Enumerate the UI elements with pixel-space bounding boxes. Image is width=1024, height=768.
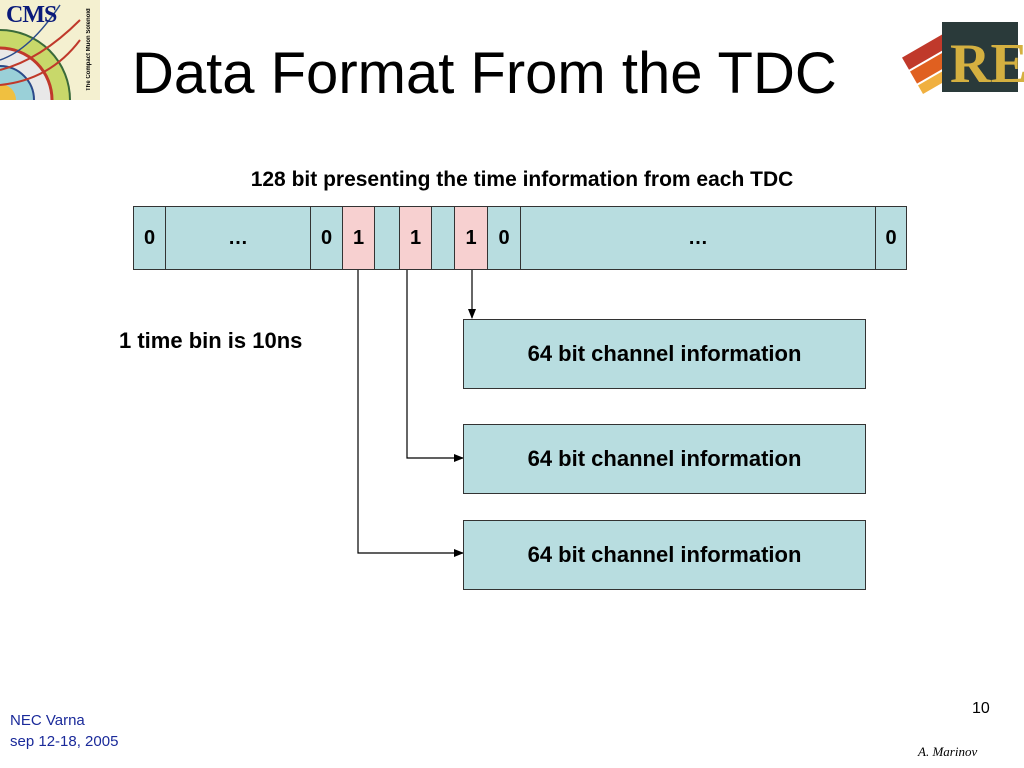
- bit-cell: 0: [875, 206, 907, 270]
- page-title: Data Format From the TDC: [132, 41, 837, 106]
- bit-cell-ellipsis: …: [520, 206, 876, 270]
- bit-cell-set: 1: [342, 206, 375, 270]
- arrow-bit-to-box-2: [406, 270, 464, 462]
- cms-detector-graphic: [0, 4, 81, 100]
- diagram-caption: 128 bit presenting the time information …: [250, 168, 794, 191]
- channel-info-box: 64 bit channel information: [463, 319, 866, 389]
- bit-cell-set: 1: [399, 206, 432, 270]
- bit-cell: [431, 206, 455, 270]
- footer-dates: sep 12-18, 2005: [10, 733, 119, 750]
- bit-cell: [374, 206, 400, 270]
- re-logo-text: RE: [950, 33, 1024, 95]
- bit-cell: 0: [133, 206, 166, 270]
- footer-author: A. Marinov: [918, 744, 978, 759]
- bit-cell: 0: [310, 206, 343, 270]
- footer-event: NEC Varna: [10, 712, 85, 729]
- bit-row: 0 … 0 1 1 1 0 … 0: [133, 206, 907, 270]
- channel-info-box: 64 bit channel information: [463, 520, 866, 590]
- cms-logo-text: CMS: [6, 2, 57, 28]
- page-number: 10: [972, 700, 990, 717]
- arrow-bit-to-box-3: [357, 270, 464, 557]
- bit-cell-set: 1: [454, 206, 488, 270]
- cms-logo-subtext: The Compact Muon Solenoid: [86, 8, 92, 92]
- re-logo: RE: [898, 0, 1024, 108]
- time-bin-note: 1 time bin is 10ns: [119, 328, 303, 353]
- re-logo-graphic: RE: [902, 22, 1024, 95]
- bit-cell-ellipsis: …: [165, 206, 311, 270]
- bit-cell: 0: [487, 206, 521, 270]
- cms-logo: CMS The Compact Muon Solenoid: [0, 0, 100, 100]
- channel-info-box: 64 bit channel information: [463, 424, 866, 494]
